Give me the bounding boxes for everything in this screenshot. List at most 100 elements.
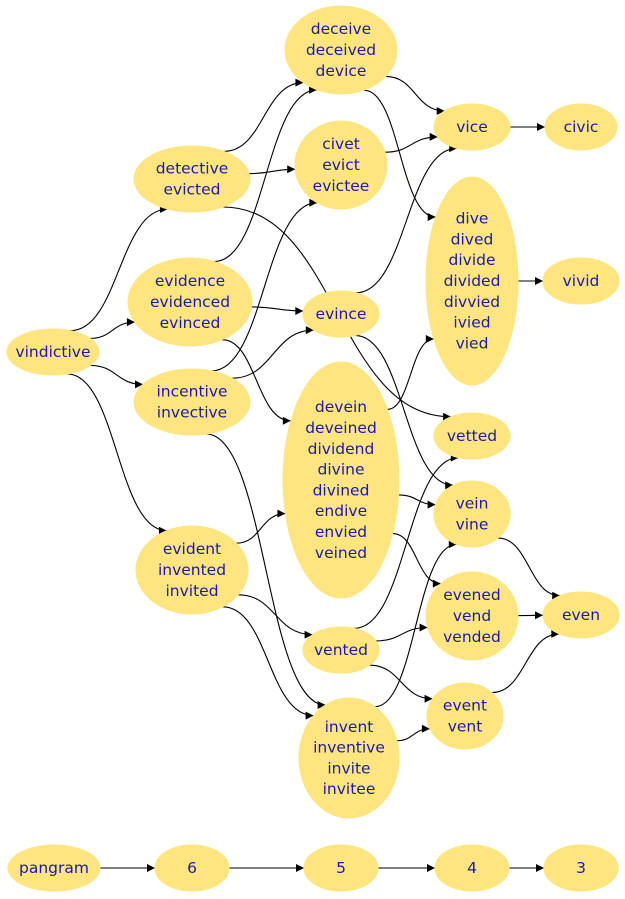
node-label: divined	[313, 481, 370, 499]
edges-layer	[66, 75, 561, 872]
node-vein: vein vine	[433, 480, 511, 548]
node-label: event	[443, 697, 487, 715]
node-n4: 4	[434, 844, 510, 892]
node-label: invective	[157, 403, 227, 421]
node-label: deceived	[306, 41, 376, 59]
node-ellipse	[542, 591, 620, 639]
node-label: invitee	[323, 780, 376, 798]
node-label: dividend	[308, 440, 375, 458]
node-evince: evince	[302, 290, 380, 338]
node-label: vented	[314, 641, 368, 659]
node-label: 5	[336, 859, 346, 877]
node-ellipse	[425, 571, 519, 661]
node-label: civet	[322, 135, 360, 153]
node-ellipse	[127, 257, 253, 347]
node-evened: evened vend vended	[425, 571, 519, 661]
node-label: envied	[315, 523, 367, 541]
node-label: invent	[325, 718, 374, 736]
node-label: evidence	[155, 272, 225, 290]
node-label: endive	[315, 502, 367, 520]
edge-vindictive-to-evidence	[90, 318, 135, 339]
node-label: divide	[449, 251, 496, 269]
edge-evident-to-devein	[236, 509, 286, 544]
node-ellipse	[302, 290, 380, 338]
node-vetted: vetted	[433, 412, 511, 460]
node-label: pangram	[19, 859, 89, 877]
edge-detective-to-civet	[249, 165, 296, 175]
node-vice: vice	[433, 103, 511, 151]
node-label: vend	[453, 607, 491, 625]
node-devein: deveindeveineddividenddivinedivinedendiv…	[282, 361, 400, 599]
node-label: vivid	[563, 272, 600, 290]
node-label: invited	[165, 582, 218, 600]
node-civic: civic	[544, 103, 618, 151]
node-n6: 6	[154, 844, 230, 892]
edge-evidence-to-evince	[251, 306, 304, 315]
node-ellipse	[426, 682, 504, 750]
node-label: device	[316, 62, 367, 80]
node-label: vein	[456, 495, 489, 513]
node-ellipse	[543, 844, 619, 892]
node-evident: evident invented invited	[135, 525, 249, 615]
node-label: ivied	[453, 314, 490, 332]
edge-vented-to-event	[369, 664, 433, 703]
node-ellipse	[6, 328, 100, 376]
node-ellipse	[298, 697, 400, 819]
node-label: 6	[187, 859, 197, 877]
edge-devein-to-evened	[392, 533, 441, 588]
node-label: 4	[467, 859, 477, 877]
edge-invent-to-event	[396, 724, 430, 742]
node-ellipse	[425, 176, 519, 386]
node-label: 3	[576, 859, 586, 877]
node-vindictive: vindictive	[6, 328, 100, 376]
node-label: divine	[318, 461, 365, 479]
node-label: vended	[443, 628, 501, 646]
edge-vented-to-vetted	[354, 453, 459, 629]
edge-incentive-to-evince	[232, 326, 314, 379]
edge-deceive-to-vice	[385, 75, 445, 115]
edge-incentive-to-invent	[206, 433, 326, 709]
node-n5: 5	[303, 844, 379, 892]
edge-evince-to-vein	[354, 334, 454, 490]
node-ellipse	[7, 844, 101, 892]
node-label: invented	[158, 561, 226, 579]
node-label: vine	[456, 515, 489, 533]
node-event: event vent	[426, 682, 504, 750]
node-label: evict	[322, 156, 360, 174]
node-ellipse	[133, 368, 251, 436]
node-label: dive	[456, 210, 489, 228]
node-label: devein	[315, 398, 367, 416]
edge-evince-to-vice	[355, 144, 458, 294]
node-label: vent	[448, 717, 483, 735]
node-detective: detective evicted	[133, 145, 251, 213]
node-label: incentive	[156, 383, 227, 401]
node-label: veined	[315, 544, 367, 562]
node-label: evident	[163, 540, 221, 558]
edge-detective-to-deceive	[223, 78, 304, 152]
edge-evident-to-invent	[222, 606, 314, 720]
node-label: evicted	[164, 180, 221, 198]
edge-vindictive-to-detective	[70, 205, 168, 332]
edge-devein-to-dive	[387, 335, 434, 410]
node-ellipse	[294, 120, 388, 210]
node-pangram: pangram	[7, 844, 101, 892]
edge-vein-to-even	[497, 537, 561, 600]
node-vivid: vivid	[542, 257, 620, 305]
node-label: detective	[156, 160, 229, 178]
nodes-layer: vindictive detective evicted evidence eviden…	[6, 5, 620, 892]
node-label: vied	[456, 334, 489, 352]
edge-invent-to-vein	[374, 540, 457, 708]
node-ellipse	[433, 103, 511, 151]
node-ellipse	[433, 480, 511, 548]
node-label: invite	[327, 759, 370, 777]
node-ellipse	[133, 145, 251, 213]
node-label: evidenced	[150, 293, 230, 311]
node-ellipse	[284, 5, 398, 95]
node-ellipse	[282, 361, 400, 599]
node-label: evened	[443, 586, 500, 604]
edge-incentive-to-civet	[211, 198, 318, 372]
